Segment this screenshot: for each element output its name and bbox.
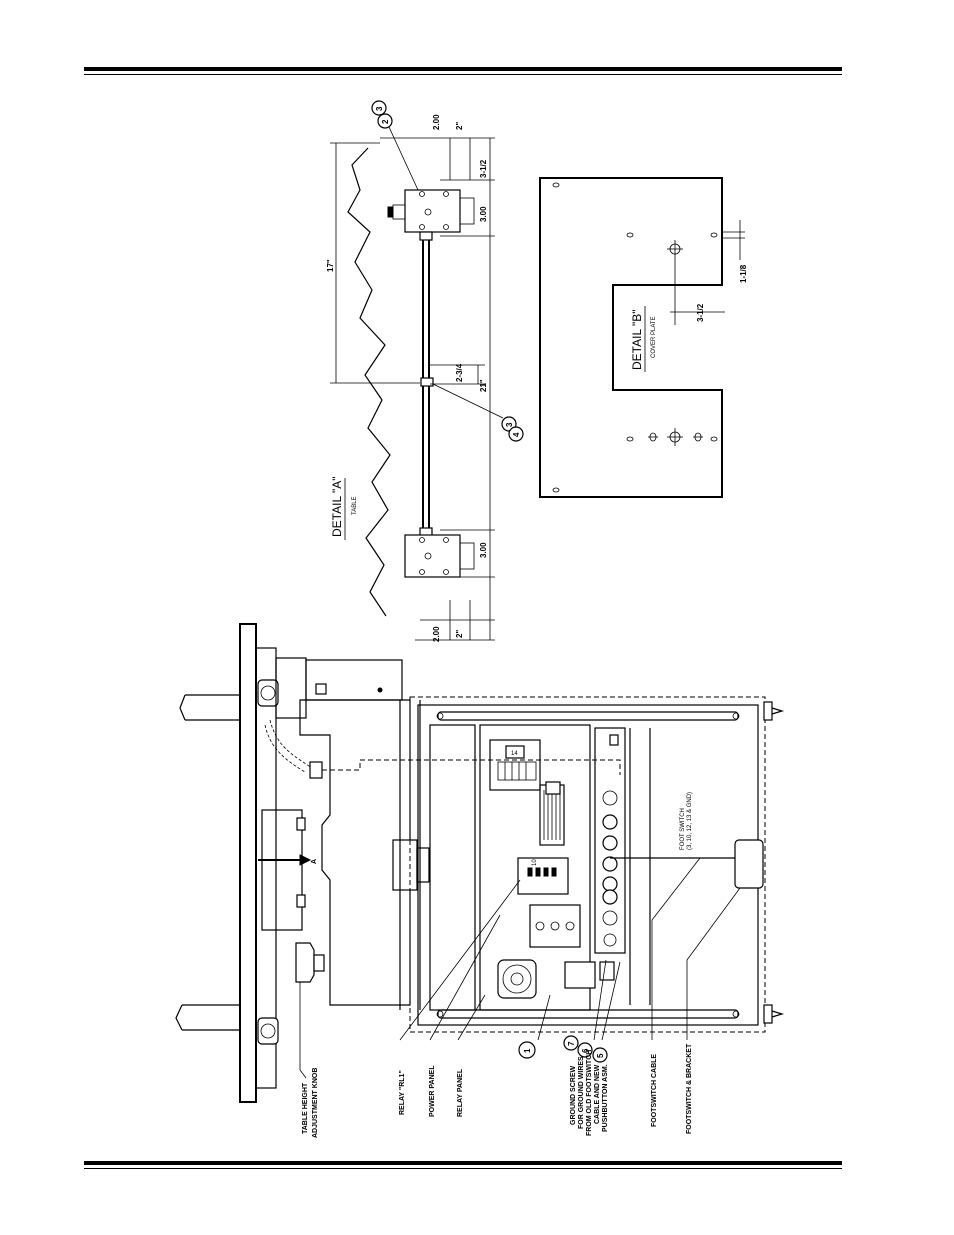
callout-5-text: 5 [596, 1053, 605, 1058]
upper-bracket [404, 189, 461, 233]
lower-bracket [404, 534, 461, 578]
enclosure-outline [409, 696, 766, 1033]
pushbuttons [602, 790, 618, 947]
dim-top-2in: 2" [455, 122, 464, 130]
callout-1 [518, 1041, 536, 1059]
callout-3-top [371, 100, 387, 116]
footswitch-note-2: (3, 10, 12, 13 & GND) [687, 792, 693, 850]
cover-plate-outline [539, 177, 723, 498]
detail-b-subtitle: COVER PLATE [651, 316, 657, 358]
rod-coupling [420, 377, 434, 387]
label-ground-screw-2: FOR GROUND WIRES [578, 1056, 585, 1129]
relay-number: 14 [511, 751, 518, 757]
main-view: A 14 [175, 623, 785, 1138]
dim-top-3-00: 3.00 [479, 206, 488, 222]
footer-rule [84, 1161, 842, 1165]
dim-b-3-1-2: 3-1/2 [696, 303, 705, 322]
detail-a: 2.00 2" 3-1/2 3.00 17" 2-3/4 21" 3.00 2.… [326, 100, 524, 642]
label-ground-screw-4: CABLE AND NEW [594, 1064, 601, 1124]
label-relay-rl1: RELAY "RL1" [399, 1070, 406, 1115]
detail-a-title: DETAIL "A" [330, 476, 344, 537]
callout-7-text: 7 [567, 1041, 576, 1046]
callout-2-text: 2 [381, 119, 390, 124]
base-plate [239, 623, 257, 1103]
callout-4 [508, 426, 524, 442]
break-line [347, 147, 391, 617]
label-power-panel: POWER PANEL [429, 1065, 436, 1117]
adjustment-knob [295, 942, 315, 983]
relay-rl1 [392, 839, 418, 891]
label-adjust-knob-2: ADJUSTMENT KNOB [312, 1068, 319, 1138]
terminal-block-number: 10 [532, 859, 538, 866]
dim-top-2-00: 2.00 [432, 114, 441, 130]
dim-bot-2-00: 2.00 [432, 626, 441, 642]
detail-b: 3-1/2 1-1/8 DETAIL "B" COVER PLATE [539, 177, 748, 498]
label-ground-screw-5: PUSHBUTTON ASM. [602, 1064, 609, 1132]
callout-4-text: 4 [512, 432, 521, 437]
callout-5 [592, 1047, 608, 1063]
dim-b-1-1-8: 1-1/8 [739, 264, 748, 283]
section-arrow-a: A [311, 859, 318, 864]
label-ground-screw-1: GROUND SCREW [570, 1065, 577, 1125]
pushbutton-strip [594, 727, 626, 954]
footer-rule-thin [84, 1168, 842, 1169]
dim-bot-2in: 2" [455, 630, 464, 638]
label-relay-panel: RELAY PANEL [457, 1068, 464, 1117]
dim-17: 17" [326, 259, 335, 272]
footswitch-bracket [734, 839, 764, 889]
dim-2-3-4: 2-3/4 [455, 363, 464, 382]
callout-7 [563, 1035, 579, 1051]
callout-6 [577, 1042, 593, 1058]
callout-3-mid-text: 3 [505, 422, 514, 427]
callout-6-text: 6 [581, 1048, 590, 1053]
label-footswitch-bracket: FOOTSWITCH & BRACKET [686, 1043, 693, 1134]
label-ground-screw-3: FROM OLD FOOTSWITCH [586, 1050, 593, 1136]
label-adjust-knob-1: TABLE HEIGHT [302, 1082, 309, 1134]
dim-21: 21" [479, 379, 488, 392]
detail-b-title: DETAIL "B" [630, 309, 644, 370]
callout-2 [377, 113, 393, 129]
dim-3-1-2: 3-1/2 [479, 159, 488, 178]
power-panel [429, 724, 476, 1011]
dim-bot-3-00: 3.00 [479, 542, 488, 558]
callout-3-top-text: 3 [375, 106, 384, 111]
header-rule [84, 67, 842, 71]
detail-a-subtitle: TABLE [352, 496, 358, 515]
header-rule-thin [84, 74, 842, 75]
footswitch-note-1: FOOT SWITCH [680, 808, 686, 850]
relay-panel [479, 724, 591, 1011]
label-footswitch-cable: FOOTSWITCH CABLE [651, 1054, 658, 1127]
callout-1-text: 1 [523, 1048, 532, 1053]
